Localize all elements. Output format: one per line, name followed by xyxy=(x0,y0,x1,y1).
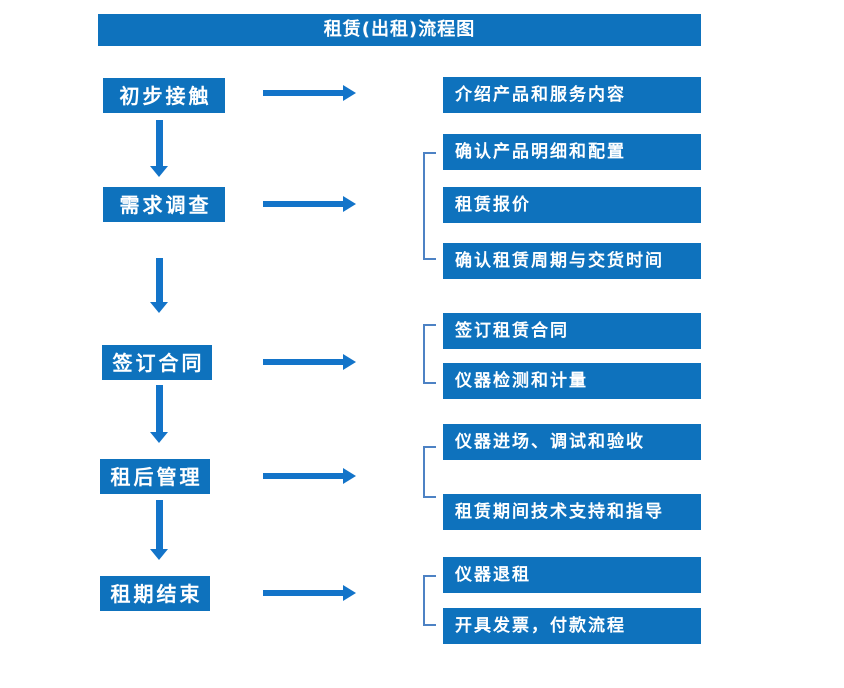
arrow-head xyxy=(343,85,356,101)
arrow-head xyxy=(150,549,168,560)
down-arrow-2 xyxy=(150,258,168,313)
arrow-head xyxy=(343,468,356,484)
bracket-group-2 xyxy=(423,152,436,260)
detail-box-technical-support: 租赁期间技术支持和指导 xyxy=(443,494,701,530)
detail-box-invoice-payment: 开具发票，付款流程 xyxy=(443,608,701,644)
detail-box-confirm-product-details: 确认产品明细和配置 xyxy=(443,134,701,170)
arrow-shaft xyxy=(156,120,163,166)
step-box-sign-contract: 签订合同 xyxy=(102,345,212,380)
right-arrow-3 xyxy=(263,354,356,370)
bracket-group-3 xyxy=(423,324,436,384)
detail-box-confirm-rental-period: 确认租赁周期与交货时间 xyxy=(443,243,701,279)
down-arrow-1 xyxy=(150,120,168,177)
arrow-head xyxy=(343,354,356,370)
detail-box-introduce-products: 介绍产品和服务内容 xyxy=(443,77,701,113)
arrow-head xyxy=(150,166,168,177)
bracket-group-4 xyxy=(423,446,436,498)
right-arrow-4 xyxy=(263,468,356,484)
arrow-shaft xyxy=(263,590,343,596)
step-box-lease-end: 租期结束 xyxy=(100,576,210,611)
detail-box-instrument-return: 仪器退租 xyxy=(443,557,701,593)
right-arrow-5 xyxy=(263,585,356,601)
right-arrow-1 xyxy=(263,85,356,101)
arrow-shaft xyxy=(156,385,163,432)
detail-box-sign-rental-contract: 签订租赁合同 xyxy=(443,313,701,349)
arrow-head xyxy=(343,196,356,212)
step-box-post-rental-management: 租后管理 xyxy=(100,459,210,494)
arrow-head xyxy=(343,585,356,601)
arrow-shaft xyxy=(156,258,163,302)
detail-box-instrument-inspection: 仪器检测和计量 xyxy=(443,363,701,399)
arrow-shaft xyxy=(263,359,343,365)
arrow-head xyxy=(150,432,168,443)
right-arrow-2 xyxy=(263,196,356,212)
detail-box-instrument-setup-acceptance: 仪器进场、调试和验收 xyxy=(443,424,701,460)
bracket-group-5 xyxy=(423,575,436,626)
arrow-shaft xyxy=(263,90,343,96)
down-arrow-3 xyxy=(150,385,168,443)
arrow-shaft xyxy=(263,473,343,479)
step-box-initial-contact: 初步接触 xyxy=(103,78,225,113)
step-box-demand-survey: 需求调查 xyxy=(103,187,225,222)
detail-box-rental-quotation: 租赁报价 xyxy=(443,187,701,223)
down-arrow-4 xyxy=(150,500,168,560)
arrow-shaft xyxy=(263,201,343,207)
arrow-head xyxy=(150,302,168,313)
arrow-shaft xyxy=(156,500,163,549)
diagram-title: 租赁(出租)流程图 xyxy=(98,14,701,46)
